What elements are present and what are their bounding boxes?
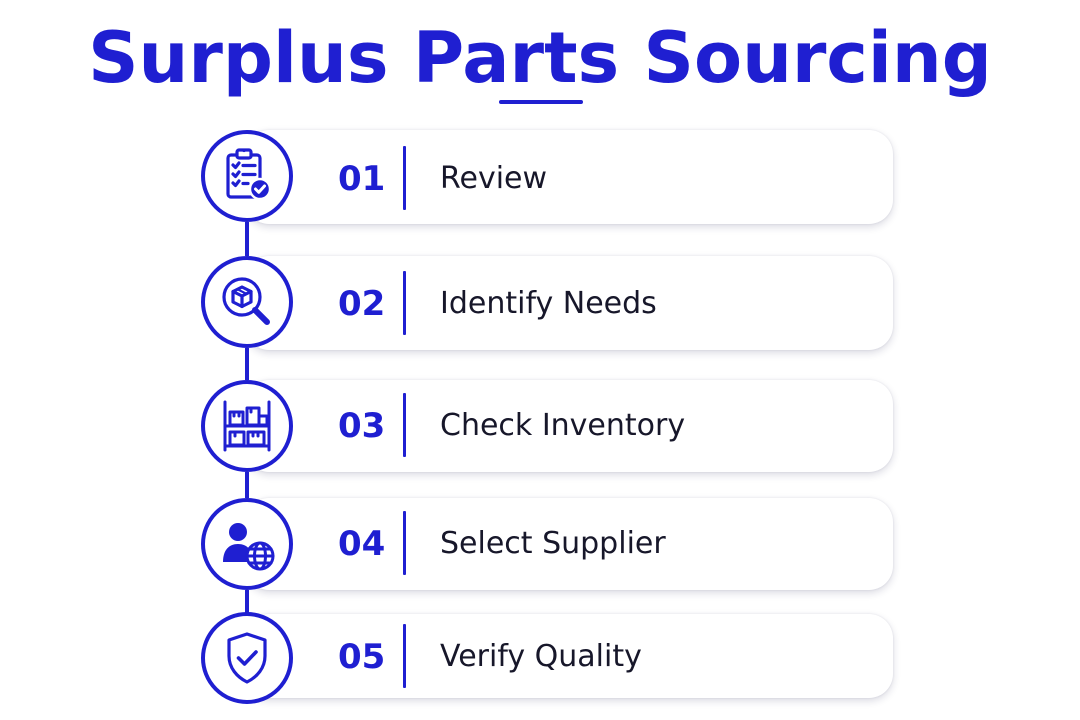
step-number: 02 xyxy=(338,284,386,324)
step-card xyxy=(245,614,893,698)
user-globe-icon xyxy=(215,512,279,576)
step-icon-circle xyxy=(201,612,293,704)
step-divider xyxy=(403,511,406,575)
step-label: Verify Quality xyxy=(440,639,642,674)
step-icon-circle xyxy=(201,130,293,222)
step-icon-circle xyxy=(201,256,293,348)
step-card xyxy=(245,130,893,224)
timeline-connector xyxy=(245,590,249,614)
step-label: Review xyxy=(440,161,548,196)
step-card xyxy=(245,256,893,350)
step-icon-circle xyxy=(201,498,293,590)
step-divider xyxy=(403,271,406,335)
step-number: 01 xyxy=(338,159,386,199)
step-number: 05 xyxy=(338,637,386,677)
step-card xyxy=(245,380,893,472)
title-underline xyxy=(499,100,583,104)
timeline-connector xyxy=(245,348,249,380)
step-label: Identify Needs xyxy=(440,286,657,321)
box-magnifier-icon xyxy=(215,270,279,334)
step-number: 03 xyxy=(338,406,386,446)
timeline-connector xyxy=(245,472,249,498)
page-title: Surplus Parts Sourcing xyxy=(88,17,992,99)
step-label: Select Supplier xyxy=(440,526,666,561)
step-divider xyxy=(403,393,406,457)
step-card xyxy=(245,498,893,590)
step-number: 04 xyxy=(338,524,386,564)
warehouse-shelf-icon xyxy=(215,394,279,458)
step-divider xyxy=(403,624,406,688)
shield-check-icon xyxy=(215,626,279,690)
clipboard-checklist-icon xyxy=(215,144,279,208)
step-divider xyxy=(403,146,406,210)
step-label: Check Inventory xyxy=(440,408,686,443)
step-icon-circle xyxy=(201,380,293,472)
timeline-connector xyxy=(245,222,249,256)
